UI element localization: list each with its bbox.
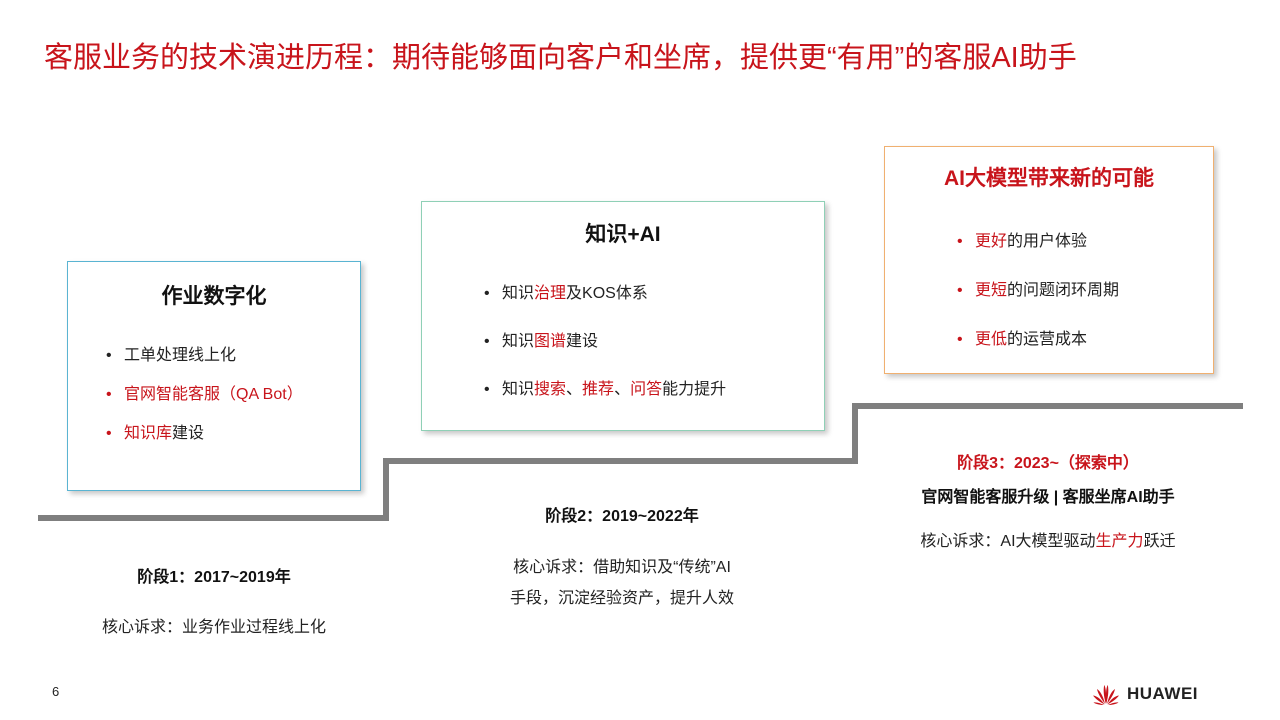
- stage1-title: 阶段1：2017~2019年: [137, 569, 291, 586]
- stage2-desc-line: 手段，沉淀经验资产，提升人效: [472, 583, 772, 614]
- text-segment: 的问题闭环周期: [1007, 282, 1120, 299]
- text-segment: 及KOS体系: [566, 285, 648, 302]
- highlight-text: 治理: [534, 285, 567, 302]
- huawei-logo: HUAWEI: [1091, 681, 1198, 707]
- stage2-bullet-list: 知识治理及KOS体系 知识图谱建设 知识搜索、推荐、问答能力提升: [484, 284, 726, 400]
- huawei-petal-icon: [1093, 685, 1119, 705]
- highlight-text: 搜索: [534, 381, 567, 398]
- stage2-desc: 核心诉求：借助知识及“传统”AI 手段，沉淀经验资产，提升人效: [472, 552, 772, 614]
- text-segment: 、: [566, 381, 583, 398]
- text-segment: 知识: [502, 285, 535, 302]
- highlight-text: 更好: [975, 233, 1008, 250]
- text-segment: 工单处理线上化: [124, 347, 237, 364]
- text-segment: 知识: [502, 381, 535, 398]
- bullet-item: 知识治理及KOS体系: [484, 284, 726, 304]
- highlight-text: 图谱: [534, 333, 567, 350]
- text-segment: 、: [614, 381, 631, 398]
- stage3-bullet-list: 更好的用户体验 更短的问题闭环周期 更低的运营成本: [957, 232, 1119, 350]
- text-segment: 建设: [172, 425, 205, 442]
- highlight-text: 更低: [975, 331, 1008, 348]
- highlight-text: 生产力: [1095, 533, 1144, 550]
- stage2-info: 阶段2：2019~2022年 核心诉求：借助知识及“传统”AI 手段，沉淀经验资…: [472, 502, 772, 614]
- logo-text: HUAWEI: [1127, 684, 1198, 703]
- stage3-desc-line: 核心诉求：AI大模型驱动生产力跃迁: [898, 527, 1198, 551]
- bullet-item: 知识库建设: [106, 424, 303, 444]
- text-segment: 知识: [502, 333, 535, 350]
- bullet-item: 更短的问题闭环周期: [957, 281, 1119, 301]
- text-segment: 核心诉求：业务作业过程线上化: [101, 619, 326, 636]
- stage3-desc: 核心诉求：AI大模型驱动生产力跃迁: [898, 527, 1198, 551]
- highlight-text: 问答: [630, 381, 663, 398]
- bullet-item: 知识搜索、推荐、问答能力提升: [484, 380, 726, 400]
- text-segment: 的用户体验: [1007, 233, 1088, 250]
- bullet-item: 工单处理线上化: [106, 346, 303, 366]
- stage1-info: 阶段1：2017~2019年 核心诉求：业务作业过程线上化: [64, 563, 364, 637]
- stage2-card: 知识+AI 知识治理及KOS体系 知识图谱建设 知识搜索、推荐、问答能力提升: [421, 201, 825, 431]
- page-number: 6: [52, 684, 60, 699]
- text-segment: 跃迁: [1143, 533, 1176, 550]
- highlight-text: 更短: [975, 282, 1008, 299]
- bullet-item: 知识图谱建设: [484, 332, 726, 352]
- bullet-item: 更低的运营成本: [957, 330, 1119, 350]
- stage3-subtitle: 官网智能客服升级 | 客服坐席AI助手: [921, 489, 1175, 506]
- page-title: 客服业务的技术演进历程：期待能够面向客户和坐席，提供更“有用”的客服AI助手: [44, 42, 1077, 74]
- text-segment: 建设: [566, 333, 599, 350]
- bullet-item: 官网智能客服（QA Bot）: [106, 385, 303, 405]
- stage2-title: 阶段2：2019~2022年: [545, 508, 699, 525]
- stage1-card-title: 作业数字化: [161, 285, 267, 308]
- stage3-card-title: AI大模型带来新的可能: [944, 167, 1154, 190]
- stage3-info: 阶段3：2023~（探索中） 官网智能客服升级 | 客服坐席AI助手 核心诉求：…: [898, 449, 1198, 551]
- stage3-card: AI大模型带来新的可能 更好的用户体验 更短的问题闭环周期 更低的运营成本: [884, 146, 1214, 374]
- highlight-text: 官网智能客服（QA Bot）: [124, 386, 303, 403]
- text-segment: 的运营成本: [1007, 331, 1088, 348]
- text-segment: 核心诉求：借助知识及“传统”AI: [513, 559, 731, 576]
- text-segment: 核心诉求：AI大模型驱动: [920, 533, 1096, 550]
- bullet-item: 更好的用户体验: [957, 232, 1119, 252]
- highlight-text: 推荐: [582, 381, 615, 398]
- stage2-card-title: 知识+AI: [585, 223, 661, 246]
- stage2-desc-line: 核心诉求：借助知识及“传统”AI: [472, 552, 772, 583]
- highlight-text: 知识库: [124, 425, 173, 442]
- stage1-desc: 核心诉求：业务作业过程线上化: [64, 613, 364, 637]
- stage1-card: 作业数字化 工单处理线上化 官网智能客服（QA Bot） 知识库建设: [67, 261, 361, 491]
- text-segment: 手段，沉淀经验资产，提升人效: [509, 590, 734, 607]
- stage1-bullet-list: 工单处理线上化 官网智能客服（QA Bot） 知识库建设: [106, 346, 303, 444]
- stage1-desc-line: 核心诉求：业务作业过程线上化: [64, 613, 364, 637]
- text-segment: 能力提升: [662, 381, 727, 398]
- stage3-title: 阶段3：2023~（探索中）: [957, 455, 1139, 472]
